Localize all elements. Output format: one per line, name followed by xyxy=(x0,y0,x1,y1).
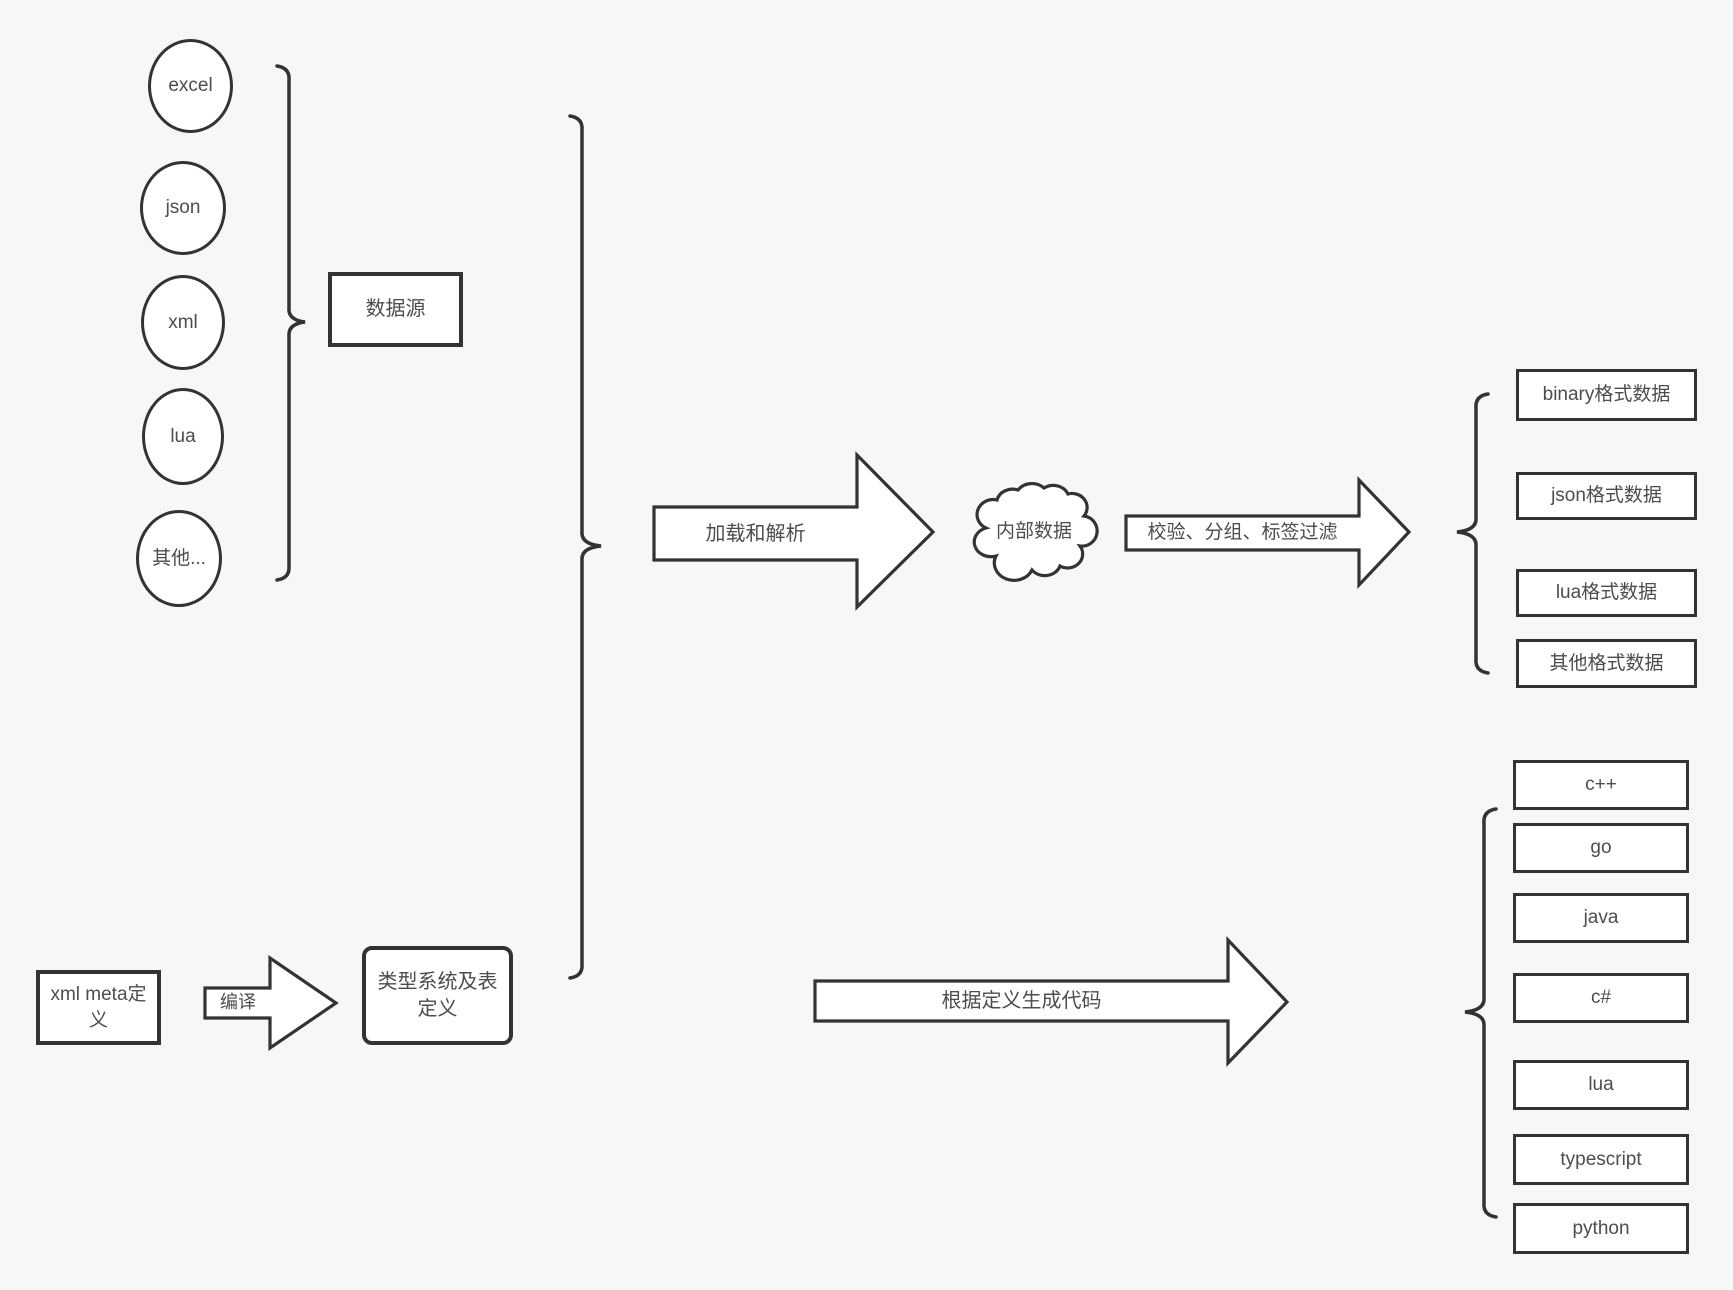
language-box-java: java xyxy=(1513,893,1689,943)
format-box-binary: binary格式数据 xyxy=(1516,369,1697,421)
sources-brace xyxy=(275,64,306,582)
load-parse-arrow xyxy=(652,451,936,611)
language-box-csharp: c# xyxy=(1513,973,1689,1023)
source-ellipse-excel: excel xyxy=(148,39,233,133)
languages-brace xyxy=(1464,807,1498,1219)
format-box-lua: lua格式数据 xyxy=(1516,569,1697,617)
language-box-lua: lua xyxy=(1513,1060,1689,1110)
source-ellipse-lua: lua xyxy=(142,388,224,485)
format-box-other: 其他格式数据 xyxy=(1516,639,1697,688)
source-ellipse-other: 其他... xyxy=(136,510,222,607)
filter-arrow xyxy=(1124,476,1412,590)
internal-data-cloud xyxy=(972,481,1099,582)
codegen-arrow xyxy=(813,935,1290,1067)
data-source-box: 数据源 xyxy=(328,272,463,347)
source-ellipse-xml: xml xyxy=(141,275,225,370)
compile-arrow xyxy=(203,954,339,1052)
formats-brace xyxy=(1456,392,1490,675)
type-system-box: 类型系统及表定义 xyxy=(362,946,513,1045)
language-box-go: go xyxy=(1513,823,1689,873)
language-box-typescript: typescript xyxy=(1513,1134,1689,1185)
xml-meta-box: xml meta定义 xyxy=(36,970,161,1045)
language-box-python: python xyxy=(1513,1203,1689,1254)
language-box-cpp: c++ xyxy=(1513,760,1689,810)
inputs-big-brace xyxy=(568,114,602,980)
source-ellipse-json: json xyxy=(140,161,226,255)
format-box-json: json格式数据 xyxy=(1516,472,1697,520)
